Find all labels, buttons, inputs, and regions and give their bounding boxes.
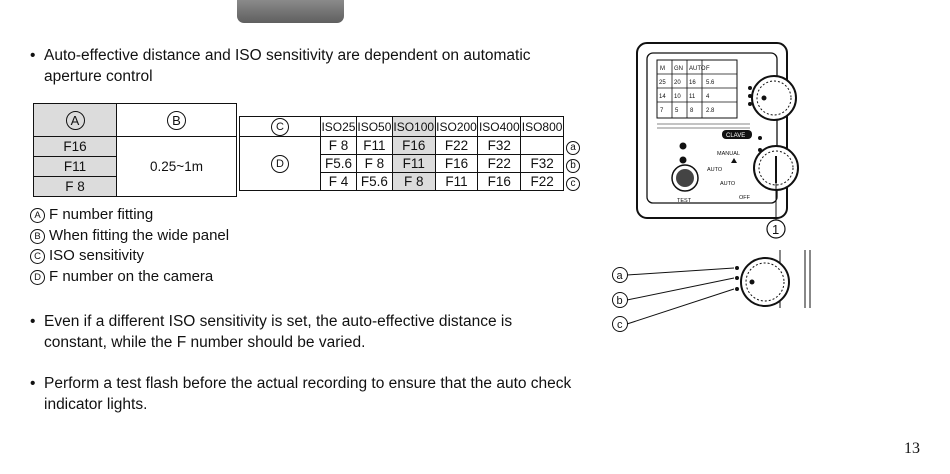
distance-cell: 0.25~1m xyxy=(116,136,237,197)
header-d-mark: D xyxy=(271,154,289,173)
chart-cell: 5 xyxy=(675,108,679,114)
label-b: b xyxy=(617,295,623,307)
legend-mark: D xyxy=(30,269,45,285)
flash-illustration: M GN AUTO F 25 20 16 5.6 14 10 11 4 7 5 … xyxy=(612,42,811,332)
table-cell: F16 xyxy=(391,136,436,155)
table-cell: F22 xyxy=(477,154,522,173)
chart-cell: 5.6 xyxy=(706,80,715,86)
dial-label: AUTO xyxy=(707,167,723,173)
dial-label: OFF xyxy=(739,195,751,201)
table-cell: F 4 xyxy=(320,172,357,191)
chart-cell: 4 xyxy=(706,94,710,100)
fnumber-cell: F 8 xyxy=(33,176,117,197)
table-cell: F22 xyxy=(434,136,479,155)
page-number: 13 xyxy=(904,440,920,457)
chart-cell: 20 xyxy=(674,80,681,86)
header-b-mark: B xyxy=(167,110,186,130)
iso-header: ISO400 xyxy=(477,116,522,137)
chart-cell: 25 xyxy=(659,80,666,86)
table-cell: F 8 xyxy=(355,154,393,173)
table-cell: F11 xyxy=(391,154,436,173)
iso-header: ISO25 xyxy=(320,116,357,137)
chart-cell: AUTO xyxy=(689,66,706,72)
dial-label: AUTO xyxy=(720,181,736,187)
table-cell: F 8 xyxy=(320,136,357,155)
callout-1: 1 xyxy=(772,222,779,237)
row-marker-c: c xyxy=(566,177,580,191)
header-c-mark: C xyxy=(271,117,289,136)
chart-cell: 16 xyxy=(689,80,696,86)
table-cell: F32 xyxy=(520,154,564,173)
legend-mark: B xyxy=(30,228,45,244)
table-cell: F16 xyxy=(477,172,522,191)
chart-cell: 14 xyxy=(659,94,666,100)
legend-mark: A xyxy=(30,208,45,223)
header-a-mark: A xyxy=(65,110,85,130)
table-cell: F5.6 xyxy=(355,172,393,191)
table-cell: F 8 xyxy=(391,172,436,191)
table-a: A B F16 0.25~1m F11 F 8 xyxy=(33,103,237,197)
bullet-1-text: Auto-effective distance and ISO sensitiv… xyxy=(44,47,531,85)
chart-cell: 10 xyxy=(674,94,681,100)
chart-cell: F xyxy=(706,66,710,72)
chart-cell: 2.8 xyxy=(706,108,715,114)
legend-item: A F number fitting xyxy=(30,205,229,226)
legend-mark: C xyxy=(30,249,45,264)
legend-text: F number fitting xyxy=(49,206,154,223)
table-iso: C ISO25 ISO50 ISO100 ISO200 ISO400 ISO80… xyxy=(239,116,564,191)
legend-text: When fitting the wide panel xyxy=(49,226,230,244)
iso-header: ISO800 xyxy=(520,116,564,137)
fnumber-cell: F11 xyxy=(33,156,117,177)
iso-header: ISO100 xyxy=(391,116,436,137)
bullet-2-text: Even if a different ISO sensitivity is s… xyxy=(44,313,513,351)
row-marker-b: b xyxy=(566,159,580,173)
chart-cell: 8 xyxy=(690,108,694,114)
chart-cell: 7 xyxy=(660,108,664,114)
row-marker-a: a xyxy=(566,141,580,155)
dial-label: CLAVE xyxy=(726,133,745,139)
legend-item: C ISO sensitivity xyxy=(30,246,229,267)
chart-cell: 11 xyxy=(689,94,696,100)
section-tab xyxy=(237,0,344,23)
legend-text: F number on the camera xyxy=(49,267,214,285)
table-cell: F11 xyxy=(355,136,393,155)
table-cell: F22 xyxy=(520,172,564,191)
table-cell xyxy=(520,136,564,155)
bullet-3-text: Perform a test flash before the actual r… xyxy=(44,375,572,413)
fnumber-cell: F16 xyxy=(33,136,117,157)
table-cell: F5.6 xyxy=(320,154,357,173)
chart-cell: M xyxy=(660,66,665,72)
label-a: a xyxy=(617,270,624,282)
dial-label: MANUAL xyxy=(717,151,740,157)
table-cell: F11 xyxy=(434,172,479,191)
label-c: c xyxy=(617,319,623,331)
dial-label: TEST xyxy=(677,198,692,204)
iso-header: ISO50 xyxy=(355,116,393,137)
table-cell: F16 xyxy=(434,154,479,173)
chart-cell: GN xyxy=(674,66,683,72)
iso-header: ISO200 xyxy=(434,116,479,137)
table-cell: F32 xyxy=(477,136,522,155)
legend-text: ISO sensitivity xyxy=(49,247,145,264)
